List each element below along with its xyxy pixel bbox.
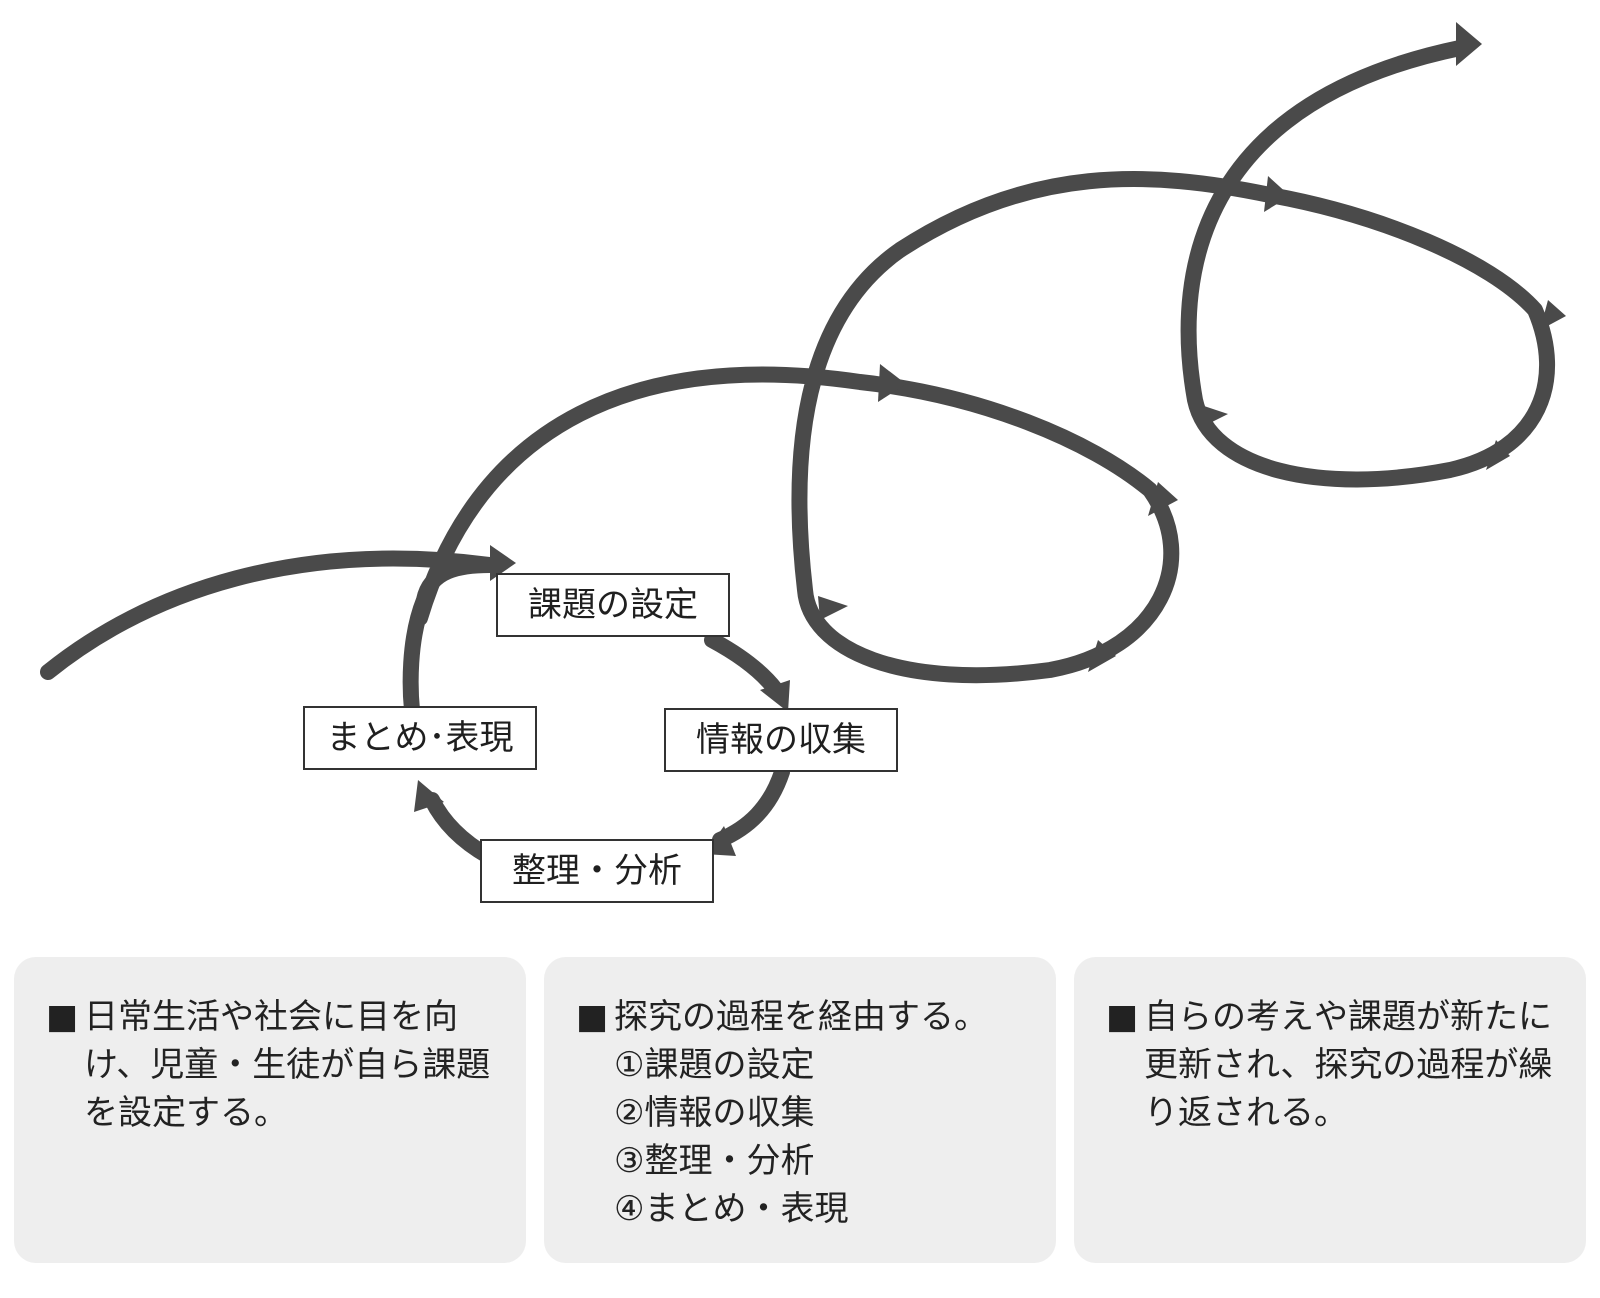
- step-label: 整理・分析: [512, 851, 682, 891]
- spiral-direction-marker: [1540, 300, 1566, 330]
- step-box-problem-setting: 課題の設定: [496, 573, 730, 637]
- cycle-arrow-1-to-2: [704, 632, 784, 698]
- step-label: 情報の収集: [696, 720, 866, 760]
- spiral-direction-marker: [1486, 440, 1510, 470]
- cycle-arrowhead: [414, 780, 444, 812]
- panel-text: 日常生活や社会に目を向け、児童・生徒が自ら課題を設定する。: [84, 997, 491, 1133]
- spiral-end-arrowhead: [1456, 22, 1482, 66]
- cycle-arrow-2-to-3: [712, 764, 790, 848]
- list-item: ③整理・分析: [614, 1141, 815, 1181]
- step-label: まとめ･表現: [326, 718, 514, 758]
- list-item: ④まとめ・表現: [614, 1189, 849, 1229]
- description-panel-inquiry-process: ■ 探究の過程を経由する。 ①課題の設定 ②情報の収集 ③整理・分析 ④まとめ・…: [544, 957, 1056, 1263]
- square-bullet-icon: ■: [576, 997, 609, 1037]
- spiral-path-graphic: [40, 22, 1566, 864]
- step-box-organize-analyze: 整理・分析: [480, 839, 714, 903]
- square-bullet-icon: ■: [1106, 997, 1139, 1037]
- spiral-direction-marker: [1198, 404, 1228, 428]
- spiral-direction-marker: [818, 596, 848, 620]
- inquiry-spiral-diagram: 課題の設定 情報の収集 整理・分析 まとめ･表現: [40, 22, 1566, 903]
- process-step-list: ①課題の設定 ②情報の収集 ③整理・分析 ④まとめ・表現: [576, 1041, 1030, 1233]
- panel-heading: ■ 探究の過程を経由する。: [576, 993, 1030, 1041]
- step-box-information-gathering: 情報の収集: [664, 708, 898, 772]
- panel-heading: ■ 日常生活や社会に目を向け、児童・生徒が自ら課題を設定する。: [46, 993, 500, 1137]
- list-item: ①課題の設定: [614, 1045, 815, 1085]
- step-label: 課題の設定: [528, 585, 698, 625]
- spiral-direction-marker: [878, 364, 906, 402]
- description-panel-repetition: ■ 自らの考えや課題が新たに更新され、探究の過程が繰り返される。: [1074, 957, 1586, 1263]
- spiral-direction-marker: [1148, 482, 1178, 516]
- spiral-arrowhead: [490, 545, 516, 581]
- spiral-path: [40, 40, 1556, 718]
- panel-text: 探究の過程を経由する。: [614, 997, 988, 1037]
- spiral-direction-marker: [1088, 640, 1116, 672]
- spiral-direction-marker: [1264, 176, 1290, 212]
- panel-text: 自らの考えや課題が新たに更新され、探究の過程が繰り返される。: [1144, 997, 1553, 1133]
- list-item: ②情報の収集: [614, 1093, 815, 1133]
- cycle-arrowhead: [760, 680, 790, 712]
- cycle-arrow-3-to-4: [424, 792, 496, 864]
- description-panel-problem-setting: ■ 日常生活や社会に目を向け、児童・生徒が自ら課題を設定する。: [14, 957, 526, 1263]
- step-box-summarize-express: まとめ･表現: [303, 706, 537, 770]
- square-bullet-icon: ■: [46, 997, 79, 1037]
- panel-heading: ■ 自らの考えや課題が新たに更新され、探究の過程が繰り返される。: [1106, 993, 1560, 1137]
